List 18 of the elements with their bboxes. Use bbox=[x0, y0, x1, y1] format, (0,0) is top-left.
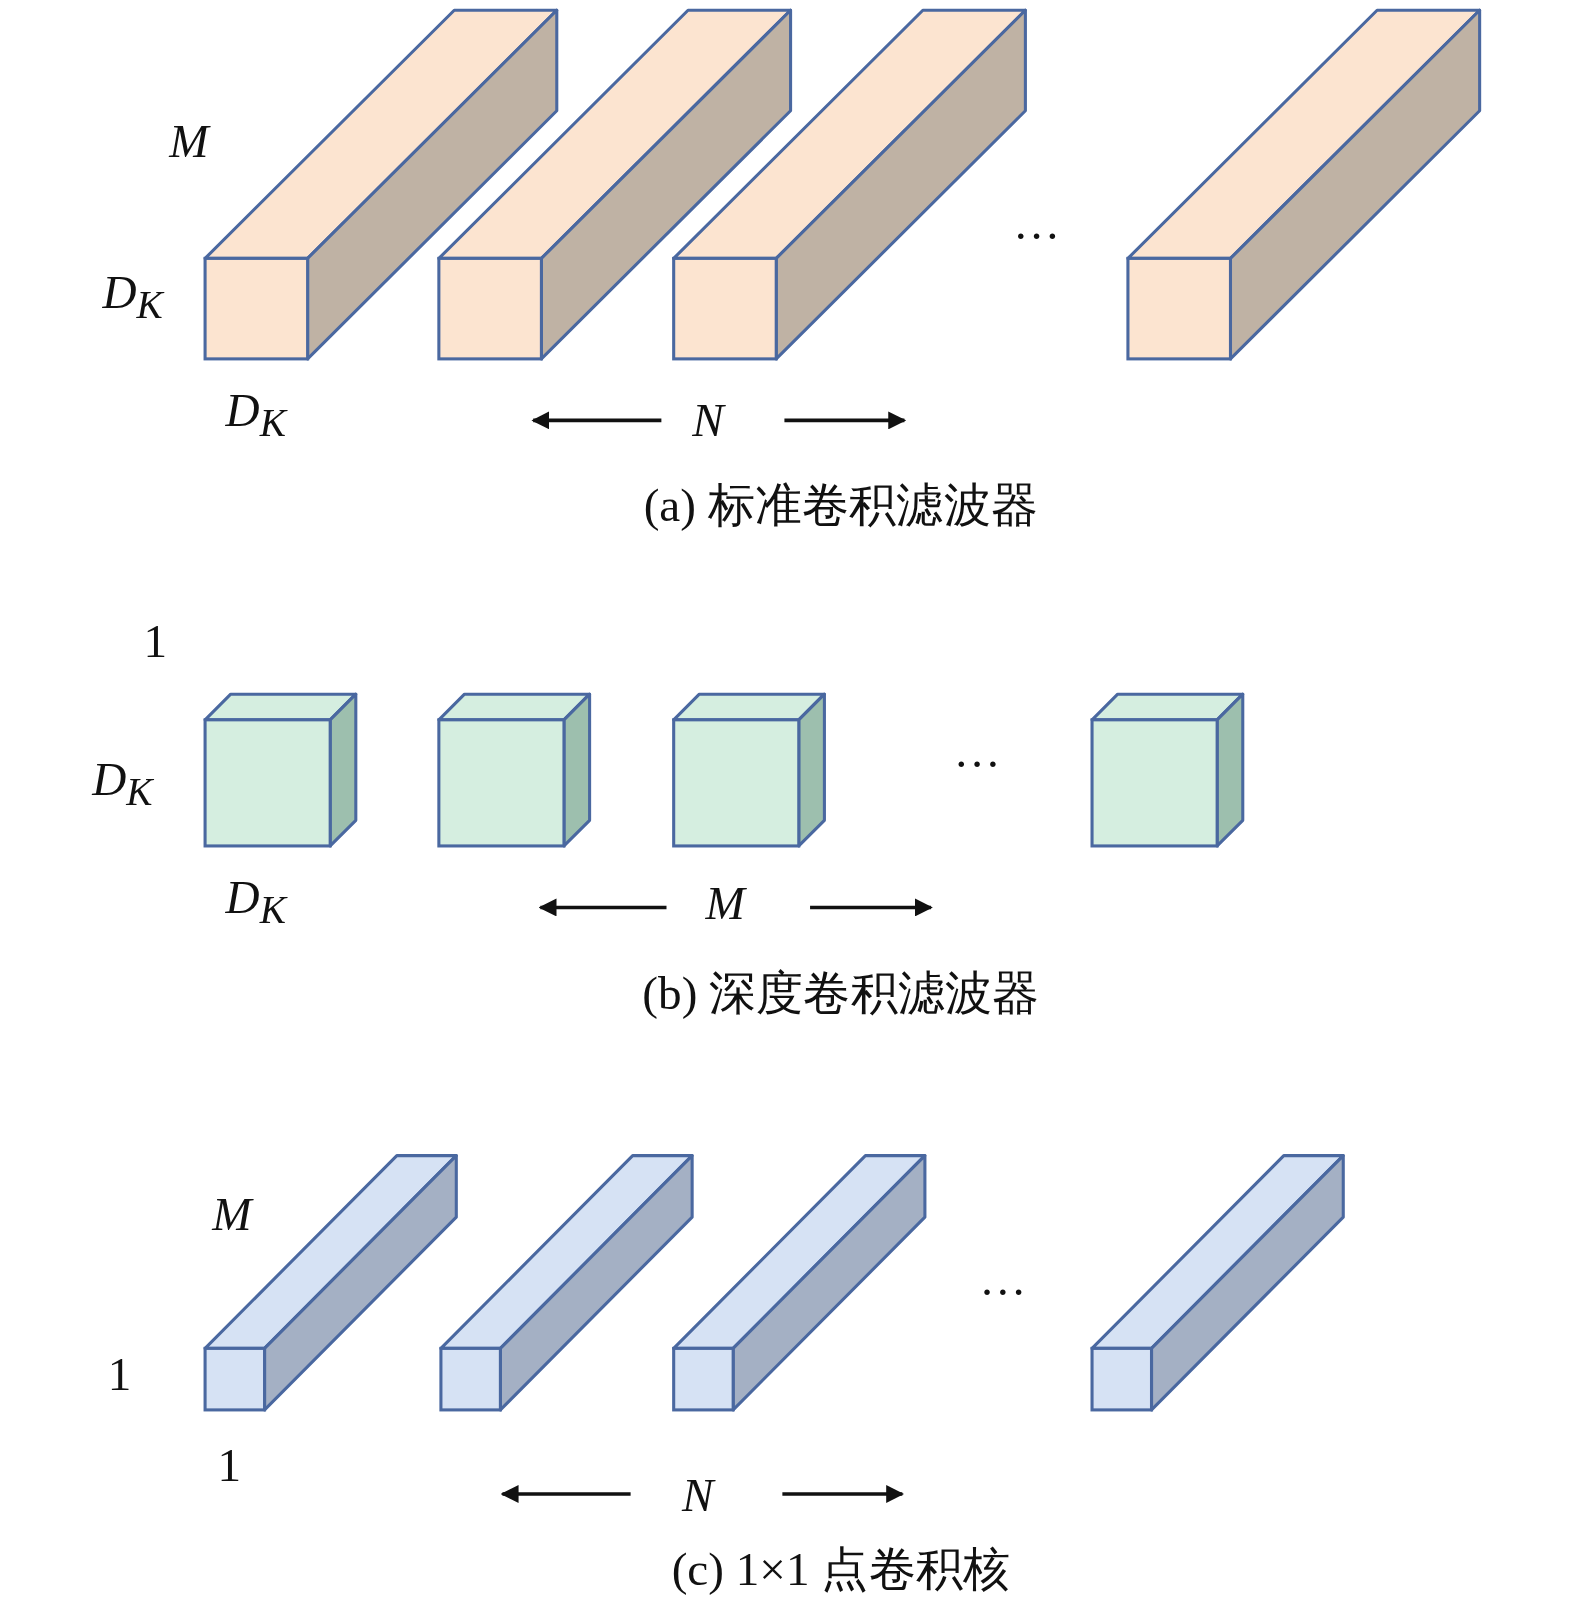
dimension-label: 1 bbox=[107, 1351, 132, 1399]
dimension-label: 1 bbox=[143, 618, 168, 666]
dimension-label: 1 bbox=[217, 1441, 241, 1489]
dimension-label: M bbox=[705, 879, 745, 927]
ellipsis: … bbox=[953, 728, 1001, 776]
dimension-label: M bbox=[169, 117, 209, 166]
ellipsis: … bbox=[1013, 199, 1061, 248]
dimension-label: M bbox=[212, 1191, 252, 1239]
figure-caption: (b) 深度卷积滤波器 bbox=[642, 970, 1040, 1018]
figure-caption: (a) 标准卷积滤波器 bbox=[643, 481, 1038, 530]
dimension-label: D$_{K}$ bbox=[225, 386, 286, 443]
dimension-label: D$_{K}$ bbox=[225, 873, 286, 930]
figure-caption: (c) 1×1 点卷积核 bbox=[671, 1546, 1010, 1594]
ellipsis: … bbox=[979, 1256, 1027, 1304]
dimension-label: N bbox=[692, 396, 724, 444]
dimension-label: D$_{K}$ bbox=[102, 268, 163, 325]
dimension-label: D$_{K}$ bbox=[92, 755, 153, 812]
dimension-label: N bbox=[681, 1472, 714, 1520]
